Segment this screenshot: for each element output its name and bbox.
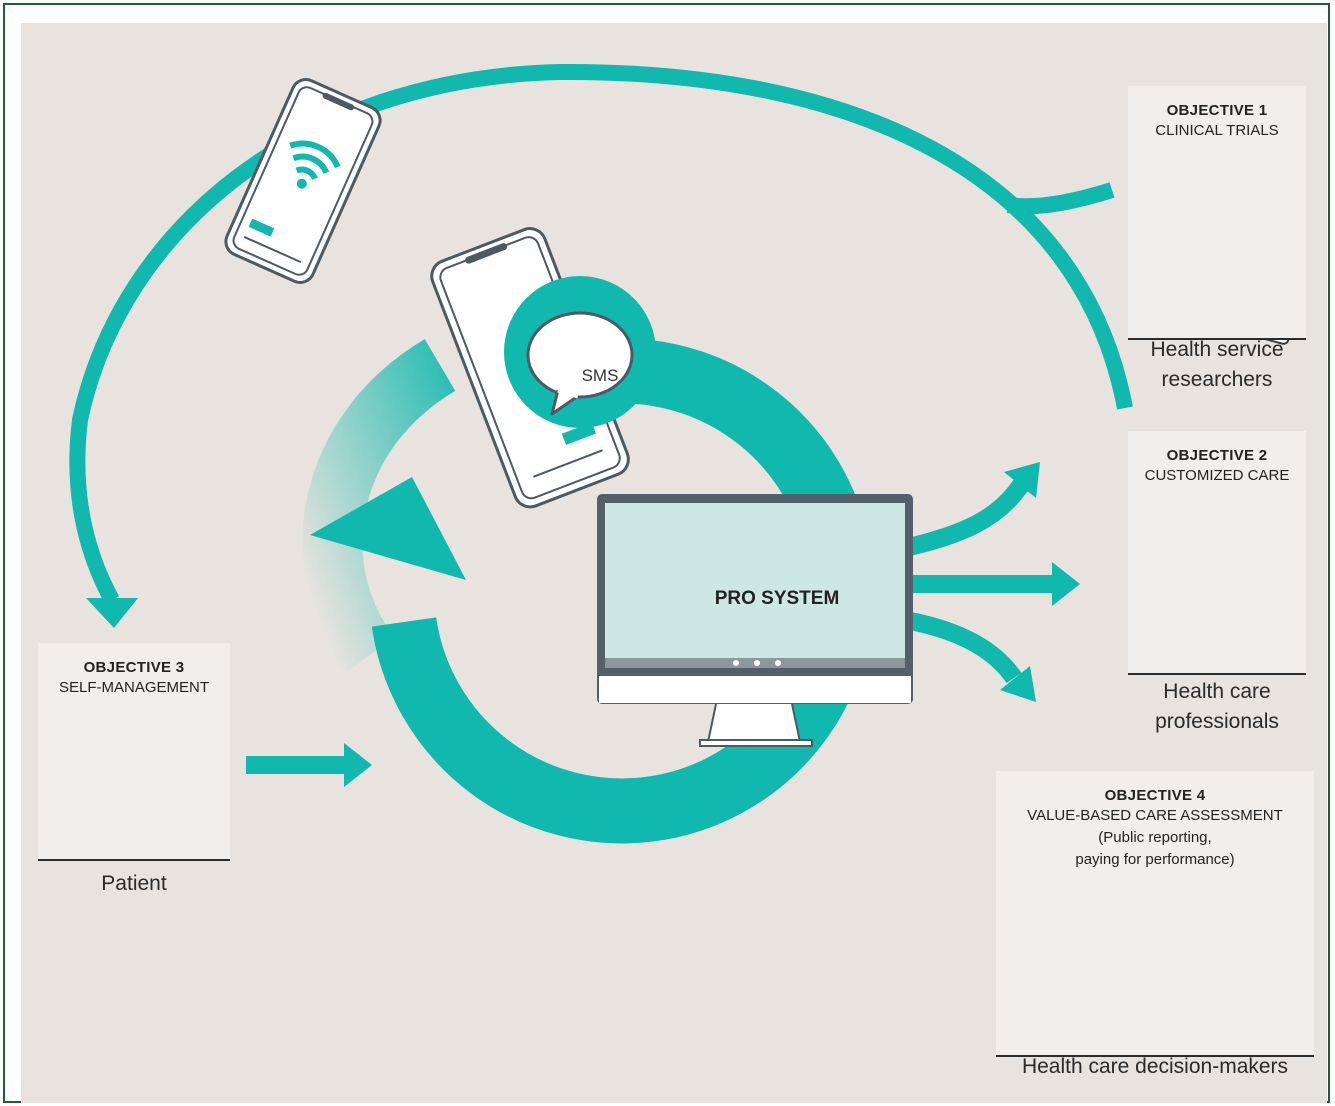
- computer-monitor: [597, 494, 913, 747]
- objective-1-panel: OBJECTIVE 1 CLINICAL TRIALS: [1128, 86, 1306, 340]
- objective-2-role-line-2: professionals: [1155, 710, 1279, 733]
- objective-1-subtitle: CLINICAL TRIALS: [1155, 122, 1279, 139]
- diagram-canvas: OBJECTIVE 1 CLINICAL TRIALS Health servi…: [21, 23, 1327, 1103]
- outer-loop-arrow: [69, 63, 1133, 628]
- patient-input-arrow: [246, 743, 372, 787]
- sms-bubble: [504, 276, 656, 428]
- output-arrow-middle: [905, 562, 1080, 606]
- objective-3-role: Patient: [38, 869, 230, 899]
- output-arrow-up: [902, 462, 1040, 557]
- objective-4-panel: OBJECTIVE 4 VALUE-BASED CARE ASSESSMENT …: [996, 771, 1314, 1057]
- objective-4-role-line-1: Health care decision-makers: [1021, 1055, 1289, 1078]
- objective-4-subtitle: VALUE-BASED CARE ASSESSMENT: [1027, 807, 1283, 824]
- objective-3-title: OBJECTIVE 3: [83, 659, 185, 676]
- objective-2-title: OBJECTIVE 2: [1166, 447, 1268, 464]
- objective-1-role: Health service researchers: [1101, 335, 1327, 395]
- objective-3-role-line-1: Patient: [101, 872, 167, 895]
- objective-3-subtitle: SELF-MANAGEMENT: [58, 679, 209, 696]
- objective-4-title: OBJECTIVE 4: [1104, 787, 1206, 804]
- objective-2-panel: OBJECTIVE 2 CUSTOMIZED CARE: [1128, 431, 1306, 675]
- objective-1-role-line-1: Health service: [1150, 338, 1284, 361]
- pro-system-label: PRO SYSTEM: [714, 588, 840, 609]
- researcher-link-curve: [1006, 182, 1115, 215]
- objective-4-detail-line-2: paying for performance): [1075, 851, 1235, 868]
- objective-2-role: Health care professionals: [1101, 677, 1327, 737]
- sms-label: SMS: [581, 366, 619, 385]
- output-arrow-down: [903, 611, 1036, 702]
- objective-3-panel: OBJECTIVE 3 SELF-MANAGEMENT: [38, 643, 230, 861]
- objective-1-role-line-2: researchers: [1161, 368, 1273, 391]
- objective-1-title: OBJECTIVE 1: [1166, 102, 1268, 119]
- objective-2-role-line-1: Health care: [1163, 680, 1271, 703]
- objective-2-subtitle: CUSTOMIZED CARE: [1144, 467, 1290, 484]
- wifi-phone: [224, 78, 382, 284]
- objective-4-role: Health care decision-makers: [996, 1052, 1314, 1082]
- objective-4-detail-line-1: (Public reporting,: [1098, 829, 1212, 846]
